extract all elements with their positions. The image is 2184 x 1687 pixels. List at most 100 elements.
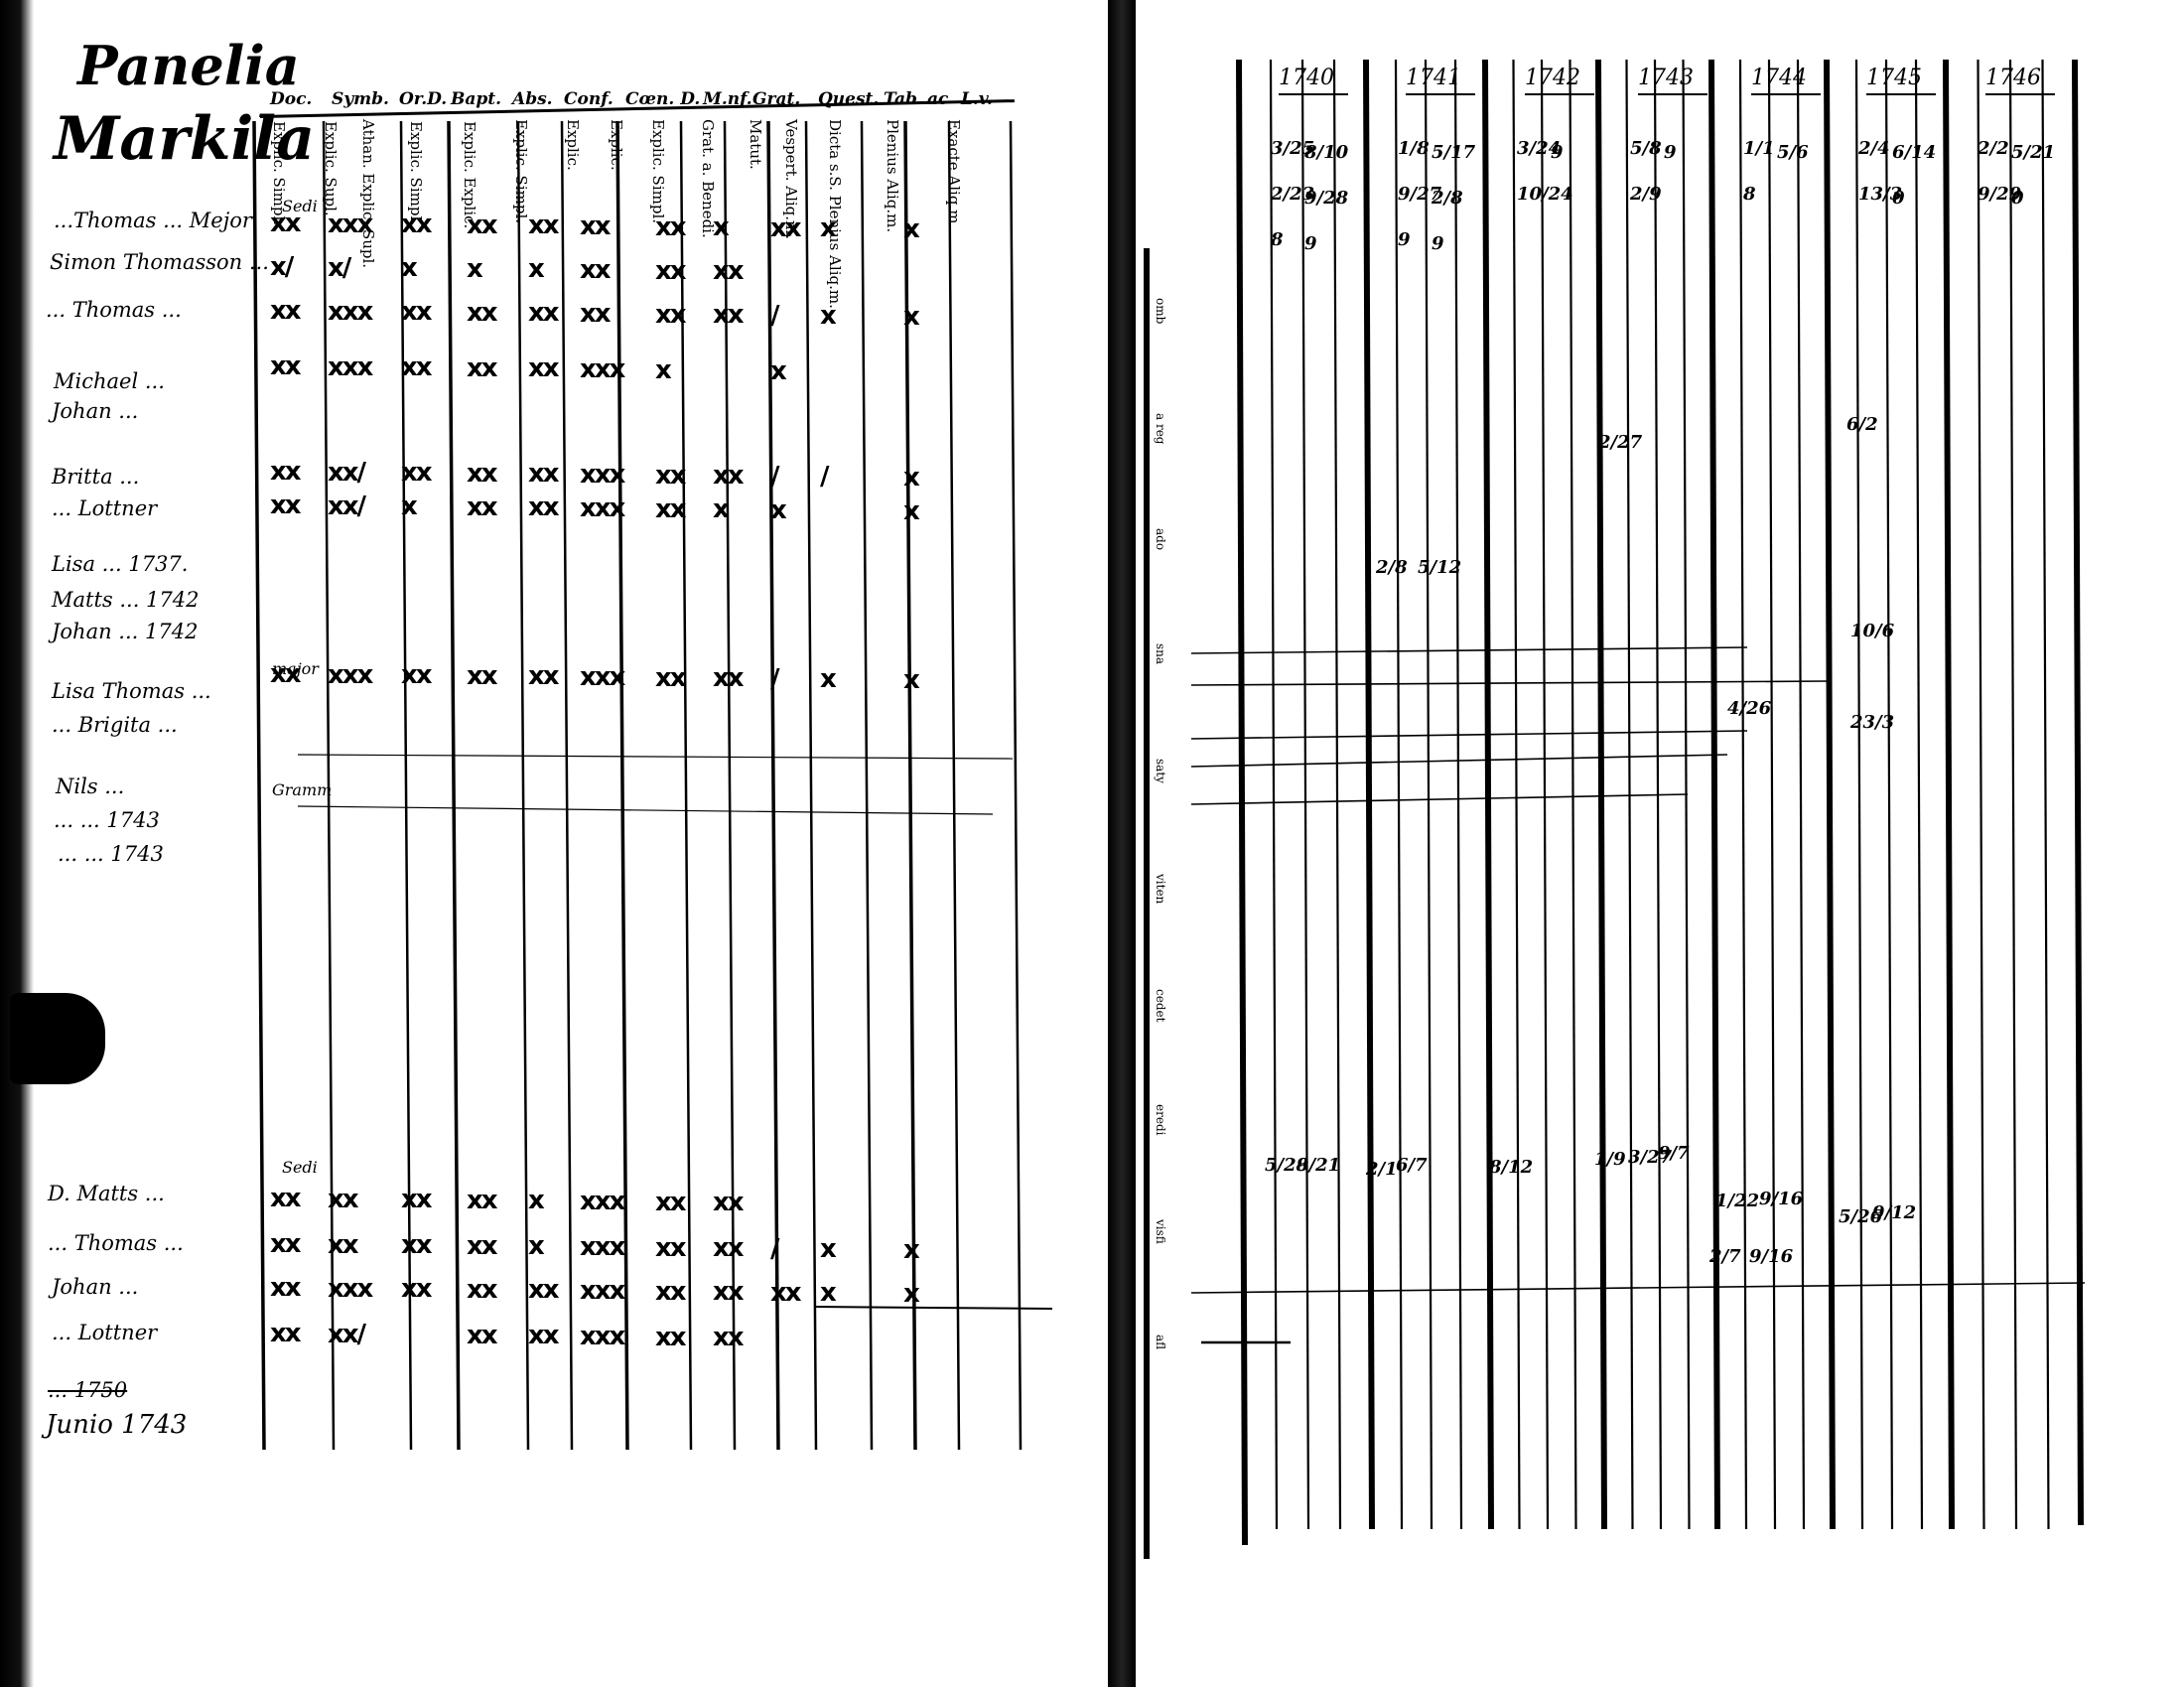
attendance-mark: xxx <box>328 659 373 690</box>
attendance-mark: / <box>770 663 779 694</box>
attendance-mark: xx <box>713 1188 745 1218</box>
name-row: Britta ... <box>52 465 140 489</box>
binding-clip <box>10 993 105 1084</box>
header-lv: L.v. <box>961 89 993 109</box>
year-header: 1743 <box>1638 66 1694 90</box>
year-column-rule <box>1300 59 1310 1530</box>
year-separator-rule <box>1595 59 1607 1530</box>
year-entry: 6/7 <box>1396 1155 1428 1176</box>
attendance-mark: x <box>528 1231 545 1262</box>
year-entry: 9/16 <box>1749 1246 1794 1267</box>
attendance-mark: xx <box>270 296 302 326</box>
names-column: ...Thomas ... Mejor Simon Thomasson ... … <box>44 0 272 1687</box>
year-underline <box>1638 93 1707 95</box>
year-entry: 5/6 <box>1777 142 1809 163</box>
attendance-mark: x/ <box>328 252 351 283</box>
attendance-mark: x <box>655 354 672 385</box>
attendance-mark: xx <box>528 1321 560 1351</box>
year-entry: 8 <box>1271 229 1284 250</box>
attendance-mark: / <box>770 300 779 331</box>
attendance-mark: xx <box>770 1277 802 1308</box>
year-entry: 2/1 <box>1366 1159 1398 1180</box>
attendance-mark: x <box>820 1234 837 1265</box>
year-entry: 4/26 <box>1727 698 1772 719</box>
table-column-rule <box>903 120 917 1451</box>
annotation: Gramm <box>272 780 333 799</box>
attendance-mark: x <box>770 355 787 386</box>
col-label-10: Grat. a. Benedi. <box>699 119 717 238</box>
year-underline <box>1525 93 1594 95</box>
attendance-mark: xx <box>580 255 612 285</box>
year-separator-rule <box>1824 59 1836 1530</box>
attendance-mark: x <box>903 214 920 244</box>
entry-rule <box>1191 646 1748 654</box>
attendance-mark: xx <box>528 1275 560 1306</box>
entry-rule <box>1191 754 1728 768</box>
year-entry: 5/21 <box>2011 142 2056 163</box>
attendance-mark: x <box>820 664 837 695</box>
attendance-mark: xx <box>655 662 687 693</box>
year-entry: 5/17 <box>1432 142 1476 163</box>
attendance-mark: xx <box>401 1274 433 1305</box>
year-separator-rule <box>2072 59 2084 1526</box>
year-header: 1746 <box>1985 66 2041 90</box>
spine-fragment: a reg <box>1154 413 1167 445</box>
name-row: Nils ... <box>56 774 125 798</box>
name-row: Lisa Thomas ... <box>52 679 211 703</box>
attendance-mark: xx <box>580 211 612 241</box>
spine-fragment: viten <box>1154 874 1167 905</box>
table-column-rule <box>399 120 413 1451</box>
attendance-mark: xx <box>528 459 560 490</box>
name-row: ... ... 1743 <box>54 808 160 832</box>
header-symb: Symb. <box>332 89 389 109</box>
year-entry: 9/16 <box>1759 1189 1804 1209</box>
attendance-mark: xx <box>401 660 433 691</box>
attendance-mark: xx <box>467 1274 498 1305</box>
year-entry: 9/7 <box>1658 1143 1690 1164</box>
col-label-3: Athan. Explic. Supl. <box>359 119 377 269</box>
year-entry: 9 <box>1551 142 1564 163</box>
name-row: Matts ... 1742 <box>52 588 200 612</box>
attendance-mark: xx/ <box>328 1319 366 1349</box>
attendance-mark: xx <box>270 1319 302 1348</box>
attendance-mark: xx <box>713 461 745 492</box>
column-labels: Explic. Simpl. Explic. Supl. Athan. Expl… <box>266 117 1021 309</box>
name-row: ... 1750 <box>48 1378 128 1402</box>
entry-rule <box>1191 1282 2086 1294</box>
attendance-mark: xxx <box>580 1276 625 1306</box>
attendance-mark: xx <box>270 659 302 689</box>
attendance-mark: xxx <box>328 351 373 382</box>
attendance-mark: x <box>528 1186 545 1216</box>
year-entry: 2/8 <box>1376 557 1408 578</box>
year-entry: 5/28 <box>1265 1155 1309 1176</box>
attendance-mark: xx <box>655 460 687 491</box>
attendance-mark: xx <box>401 1230 433 1261</box>
year-entry: 1/8 <box>1398 138 1430 159</box>
year-header: 1744 <box>1751 66 1807 90</box>
col-label-6: Explic. Simpl. <box>512 119 530 224</box>
year-entry: 2/9 <box>1630 184 1662 205</box>
attendance-mark: x <box>903 1235 920 1265</box>
name-row: Michael ... <box>54 369 165 393</box>
attendance-mark: x <box>770 494 787 525</box>
attendance-mark: x <box>467 253 483 284</box>
entry-rule <box>1191 730 1748 740</box>
attendance-mark: x <box>401 492 418 522</box>
table-column-rule <box>322 120 336 1451</box>
year-column-rule <box>1854 59 1864 1530</box>
year-entry: 5/12 <box>1418 557 1462 578</box>
table-column-rule <box>947 120 961 1451</box>
left-page: Panelia Markila Doc. Symb. Or.D. Bapt. A… <box>0 0 1072 1687</box>
attendance-mark: xx <box>655 1276 687 1307</box>
year-column-rule <box>1269 59 1279 1530</box>
year-underline <box>1751 93 1821 95</box>
year-header: 1745 <box>1866 66 1922 90</box>
col-label-11: Matut. <box>747 119 764 170</box>
name-row: Simon Thomasson ... <box>50 250 269 274</box>
year-entry: 3/27 <box>1628 1147 1673 1168</box>
col-label-1: Explic. Simpl. <box>270 121 288 226</box>
attendance-mark: xx <box>655 493 687 524</box>
col-label-4: Explic. Simpl. <box>407 121 425 226</box>
attendance-mark: xx <box>713 663 745 694</box>
